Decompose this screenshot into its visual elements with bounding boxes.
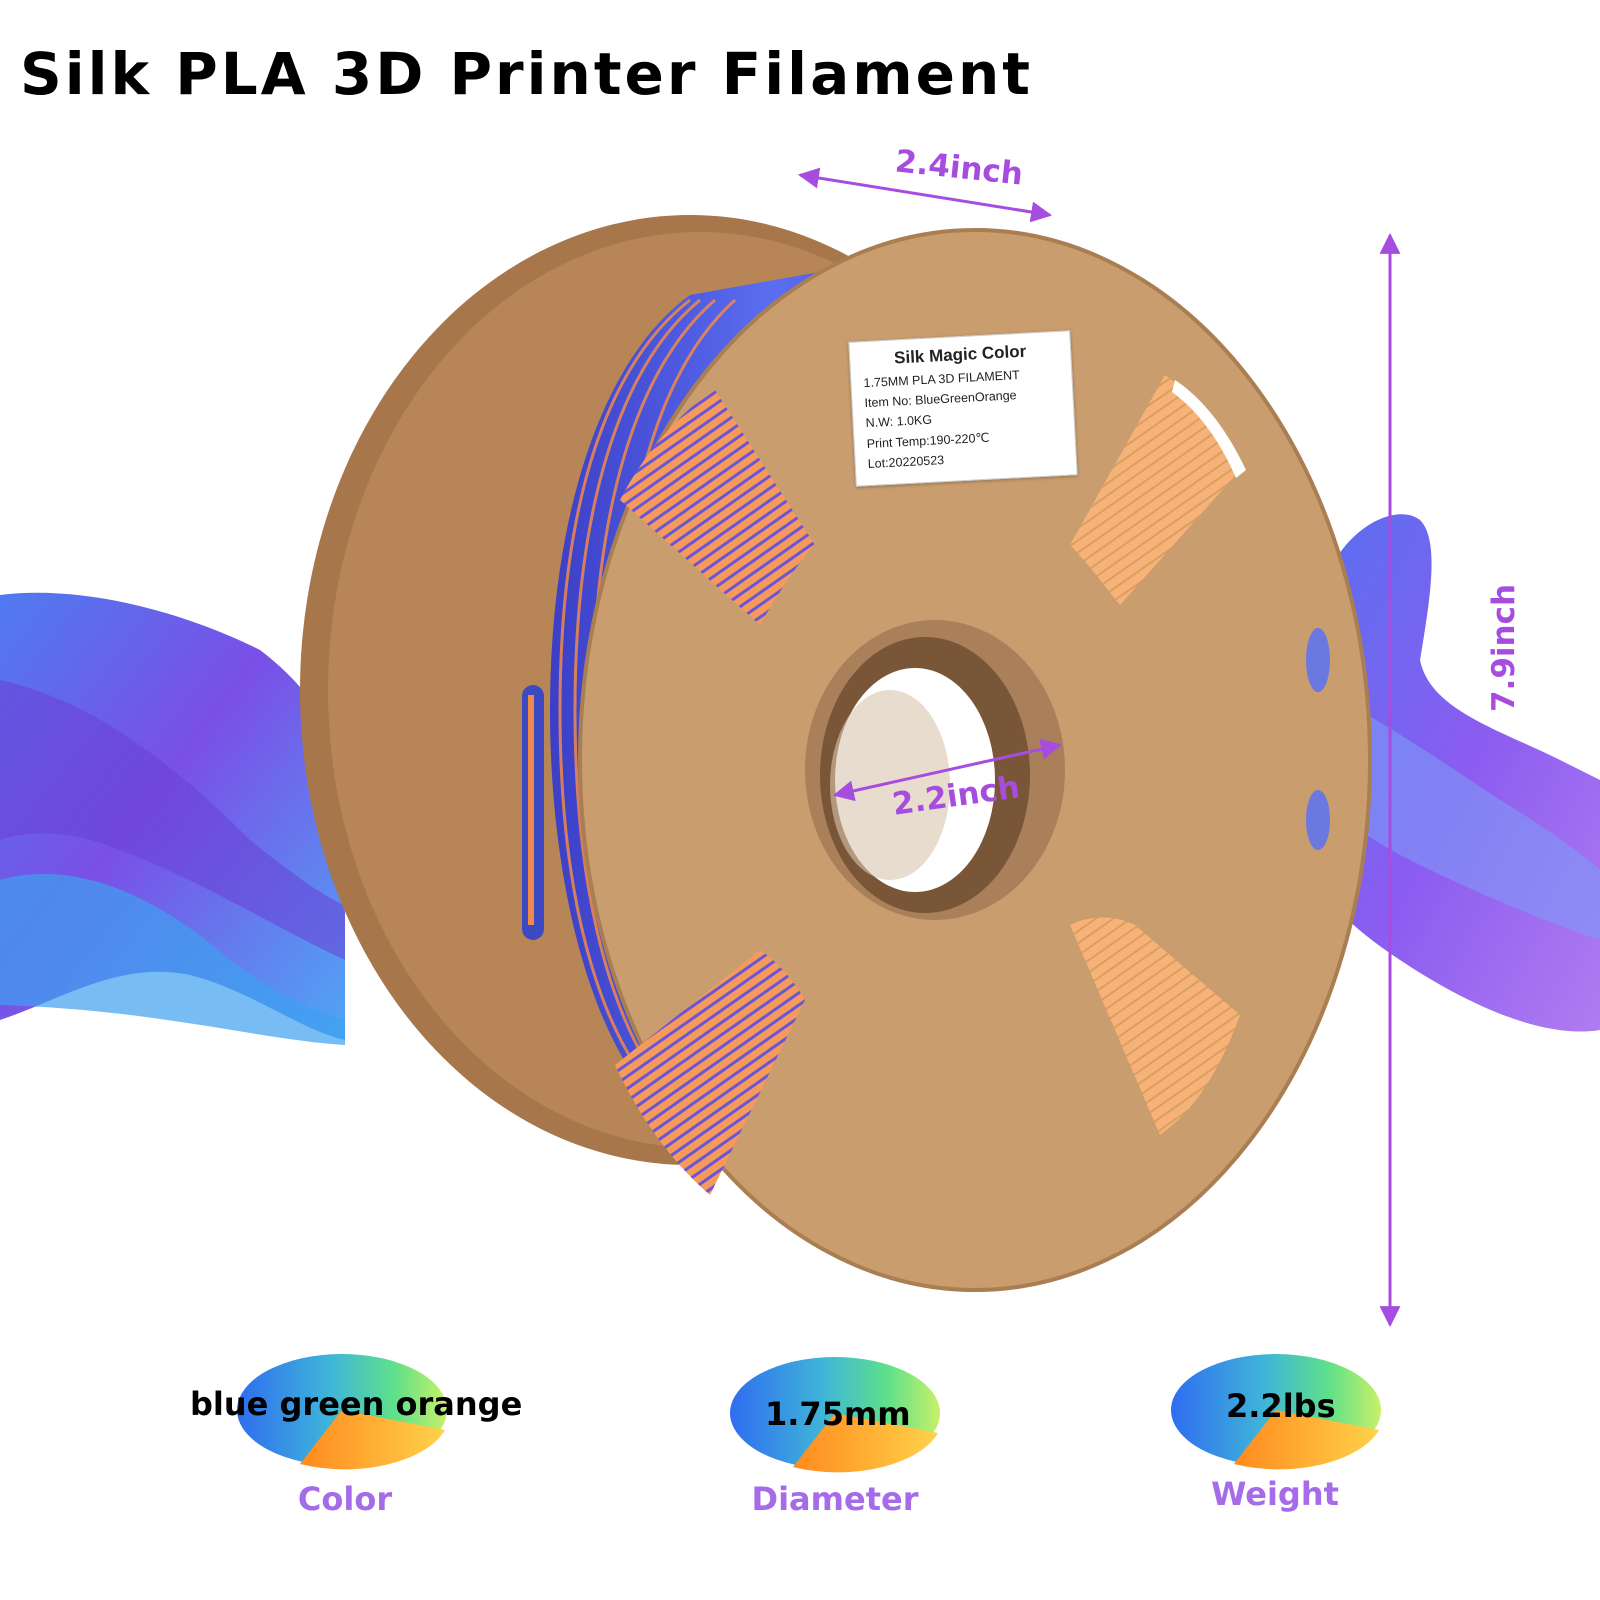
color-wheel-icon bbox=[237, 1354, 447, 1470]
color-wheel-icon bbox=[730, 1357, 940, 1473]
feature-color-value: blue green orange bbox=[190, 1385, 523, 1423]
feature-diameter-value: 1.75mm bbox=[765, 1395, 911, 1433]
spool-window-bottom-left bbox=[615, 950, 805, 1195]
hole-arrow-icon bbox=[832, 738, 1063, 802]
spool-window-top-right bbox=[1070, 375, 1240, 605]
spool-window-top-left bbox=[620, 390, 815, 625]
feature-weight-value: 2.2lbs bbox=[1226, 1387, 1336, 1425]
spool-label-line: Lot:20220523 bbox=[867, 453, 945, 472]
feature-weight-caption: Weight bbox=[1211, 1475, 1339, 1513]
feature-diameter-caption: Diameter bbox=[751, 1480, 919, 1518]
spool-label-heading: Silk Magic Color bbox=[893, 341, 1027, 368]
spool-label: Silk Magic Color 1.75MM PLA 3D FILAMENT … bbox=[848, 330, 1078, 487]
spool-slot-right-top bbox=[1306, 628, 1330, 692]
spool-window-bottom-right bbox=[1070, 917, 1240, 1135]
height-dimension-text: 7.9inch bbox=[1486, 583, 1523, 713]
width-arrow-icon bbox=[797, 167, 1053, 223]
spool-slot-right-bottom bbox=[1306, 790, 1330, 850]
spool-label-line: Print Temp:190-220℃ bbox=[866, 430, 990, 452]
color-wheel-icon bbox=[1171, 1354, 1381, 1470]
page-title: Silk PLA 3D Printer Filament bbox=[20, 40, 1033, 108]
feature-color-caption: Color bbox=[297, 1480, 393, 1518]
